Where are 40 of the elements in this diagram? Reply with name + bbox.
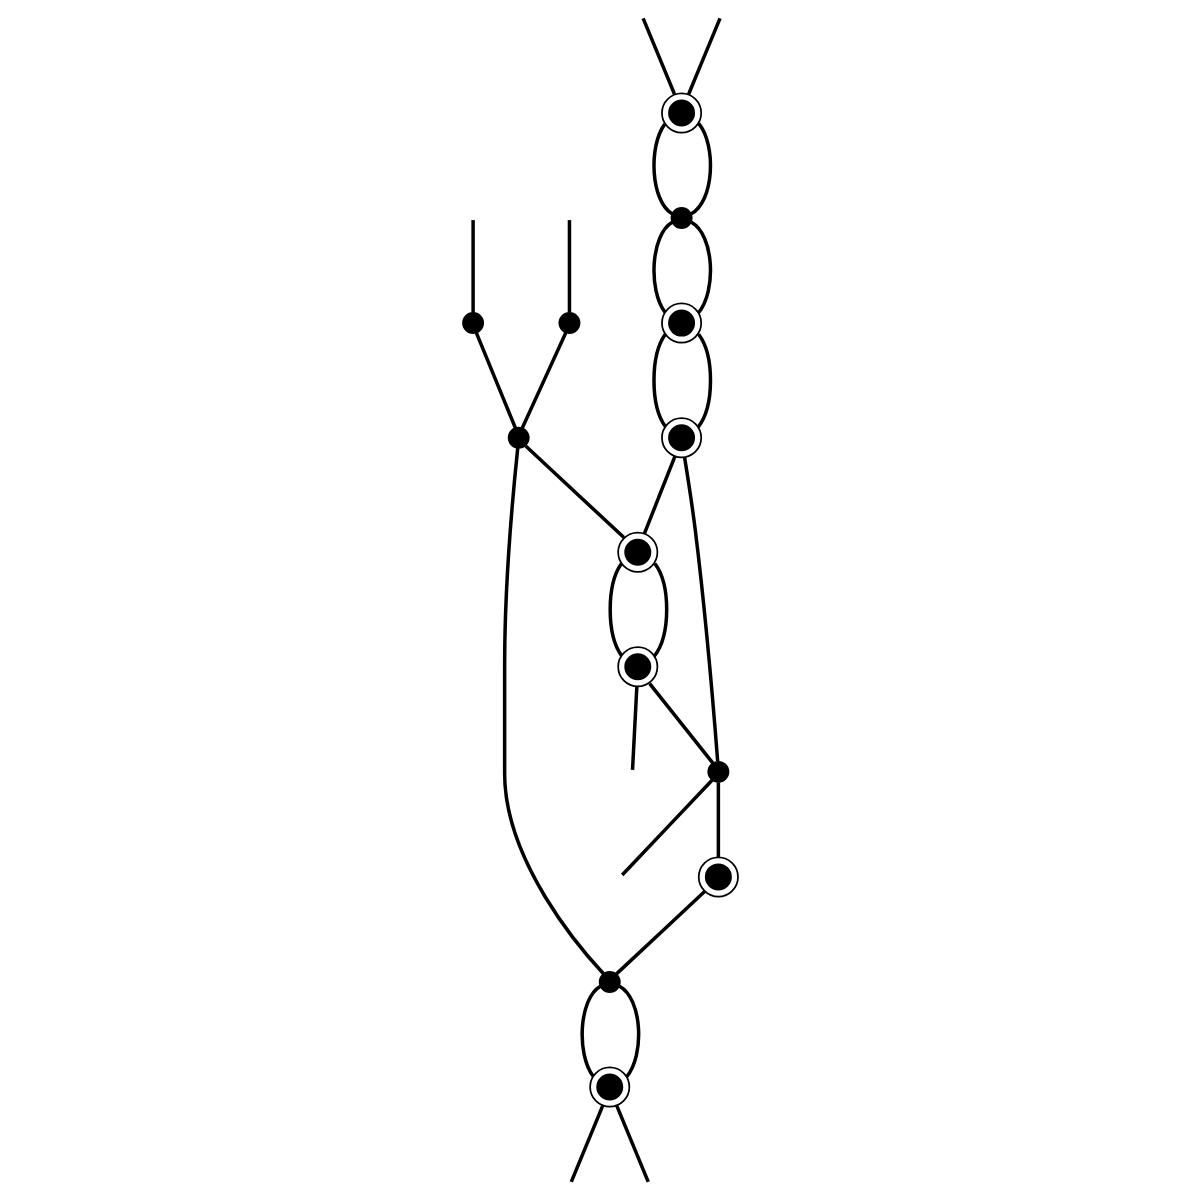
connector [614,1105,650,1183]
connector [652,562,668,658]
connector [716,782,720,858]
connector [651,333,667,428]
connector [682,456,719,762]
node-target [660,92,702,134]
connector [686,17,722,95]
node-dot [706,760,729,783]
connector [696,333,712,429]
node-dot [507,426,530,449]
connector [651,123,673,216]
connector [474,332,517,429]
connector [651,220,673,314]
connector [524,444,625,539]
connector [579,984,601,1078]
connector [569,1105,604,1183]
node-dot [670,207,693,229]
connector [647,682,714,765]
node-target [697,856,739,898]
node-target [660,417,702,459]
connector [567,220,571,313]
connector [470,220,475,313]
connector [608,562,623,657]
connector [614,890,706,976]
connector [620,779,713,877]
node-target [616,531,658,573]
node-dot [598,971,621,993]
connector [502,447,605,975]
node-target [660,302,702,344]
connector [642,455,677,535]
connector [520,332,567,429]
connector [689,122,712,216]
connector [689,220,712,314]
connector [630,686,639,771]
node-dot [461,312,484,335]
connector [618,984,640,1078]
node-target [588,1066,630,1108]
node-dot [558,312,580,335]
node-target [616,646,658,688]
connector [641,17,676,95]
